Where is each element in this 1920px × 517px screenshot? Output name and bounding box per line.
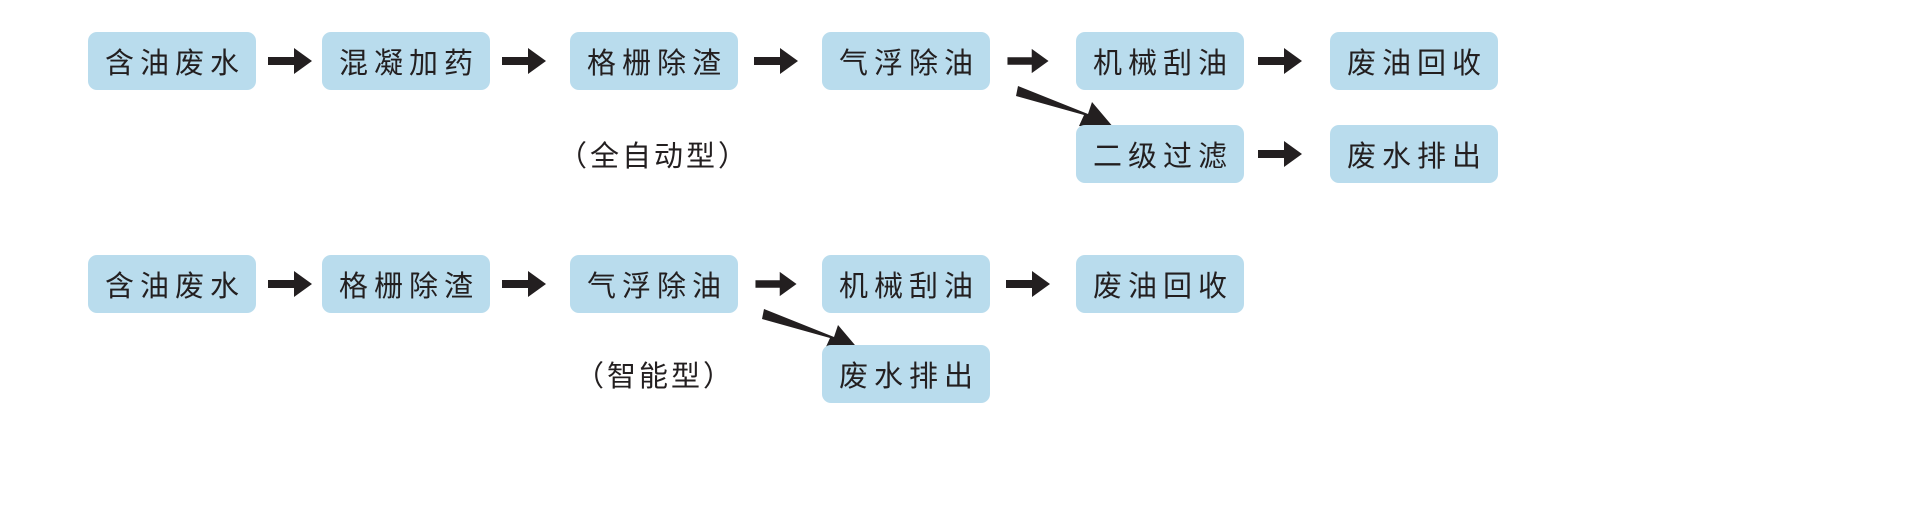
arrow-down-right-icon xyxy=(1016,82,1116,130)
node-row2-mechanical-oil-scraping[interactable]: 机械刮油 xyxy=(822,255,990,313)
arrow-right-icon xyxy=(266,44,314,78)
node-row1-contaminated-water[interactable]: 含油废水 xyxy=(88,32,256,90)
arrow-right-icon xyxy=(752,267,800,301)
arrow-right-icon xyxy=(1004,44,1052,78)
node-row1-waste-oil-recovery[interactable]: 废油回收 xyxy=(1330,32,1498,90)
node-row1-mechanical-oil-scraping[interactable]: 机械刮油 xyxy=(1076,32,1244,90)
node-row2-grille-deslagging[interactable]: 格栅除渣 xyxy=(322,255,490,313)
arrow-right-icon xyxy=(1256,137,1304,171)
node-row2-contaminated-water[interactable]: 含油废水 xyxy=(88,255,256,313)
arrow-right-icon xyxy=(752,44,800,78)
node-row1-wastewater-discharge[interactable]: 废水排出 xyxy=(1330,125,1498,183)
node-row2-waste-oil-recovery[interactable]: 废油回收 xyxy=(1076,255,1244,313)
node-row1-grille-deslagging[interactable]: 格栅除渣 xyxy=(570,32,738,90)
arrow-right-icon xyxy=(1004,267,1052,301)
node-row2-air-flotation-deoiling[interactable]: 气浮除油 xyxy=(570,255,738,313)
caption-row2-intelligent: （智能型） xyxy=(575,361,736,393)
arrow-right-icon xyxy=(1256,44,1304,78)
node-row1-coagulant-dosing[interactable]: 混凝加药 xyxy=(322,32,490,90)
arrow-right-icon xyxy=(500,44,548,78)
node-row1-air-flotation-deoiling[interactable]: 气浮除油 xyxy=(822,32,990,90)
node-row1-secondary-filtration[interactable]: 二级过滤 xyxy=(1076,125,1244,183)
node-row2-wastewater-discharge[interactable]: 废水排出 xyxy=(822,345,990,403)
arrow-down-right-icon xyxy=(762,305,862,353)
arrow-right-icon xyxy=(500,267,548,301)
arrow-right-icon xyxy=(266,267,314,301)
caption-row1-fully-automatic: （全自动型） xyxy=(558,141,751,173)
